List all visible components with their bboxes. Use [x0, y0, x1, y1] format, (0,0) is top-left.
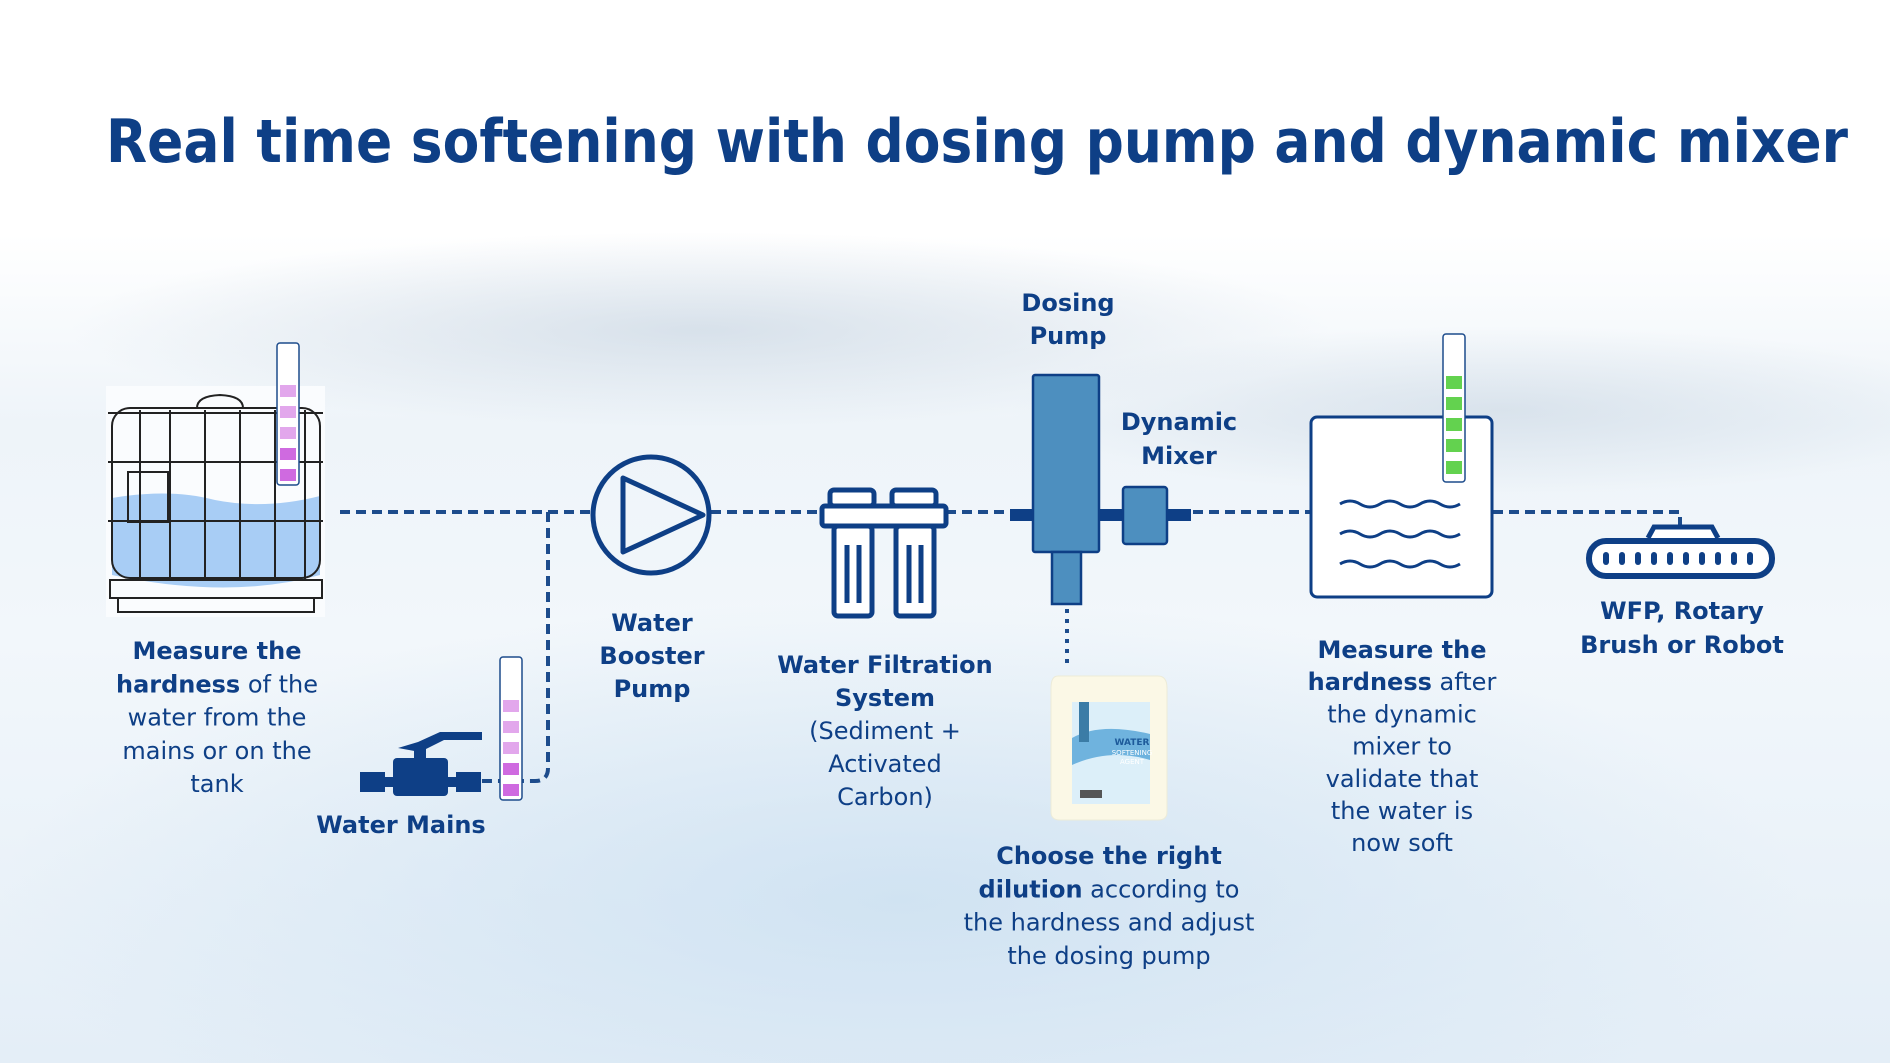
label-segment: the hardness and adjust	[964, 909, 1255, 937]
label-segment: tank	[190, 770, 243, 798]
page-title: Real time softening with dosing pump and…	[106, 107, 1848, 177]
label-segment: (Sediment +	[809, 717, 961, 745]
step-labels: Measure the hardness of the water from the…	[116, 289, 1784, 970]
label-line: Dynamic	[1121, 408, 1237, 436]
label-line: dilution according to	[979, 875, 1240, 903]
label-segment: System	[835, 684, 935, 712]
bottle-label-line3: AGENT	[1120, 758, 1145, 766]
label-tank: Measure the hardness of the water from the…	[116, 637, 318, 798]
label-segment: hardness	[1308, 668, 1432, 696]
label-line: Carbon)	[837, 783, 933, 811]
label-line: the hardness and adjust	[964, 909, 1255, 937]
label-segment: Pump	[1030, 322, 1107, 350]
label-line: mixer to	[1352, 733, 1452, 761]
label-line: Pump	[614, 675, 691, 703]
test-strip-green	[1442, 333, 1466, 483]
label-segment: Mixer	[1141, 442, 1217, 470]
label-line: System	[835, 684, 935, 712]
label-line: now soft	[1351, 829, 1453, 857]
bottle-label-line1: WATER	[1114, 738, 1149, 748]
label-line: Brush or Robot	[1580, 631, 1784, 659]
label-line: Water Mains	[316, 811, 485, 839]
label-dilution: Choose the right dilution according to the…	[964, 842, 1255, 970]
label-line: Measure the	[132, 637, 301, 665]
label-segment: Water Mains	[316, 811, 485, 839]
label-segment: Carbon)	[837, 783, 933, 811]
water-mains-valve-icon	[360, 732, 482, 796]
pipe-mains	[468, 512, 550, 783]
label-line: WFP, Rotary	[1600, 597, 1764, 625]
label-line: the dosing pump	[1007, 942, 1210, 970]
pipe-tank-to-wfp	[1493, 510, 1682, 527]
filtration-system-icon	[819, 487, 949, 619]
label-line: Booster	[599, 642, 704, 670]
label-segment: Brush or Robot	[1580, 631, 1784, 659]
label-line: hardness of the	[116, 670, 318, 698]
label-segment: of the	[240, 670, 318, 698]
label-segment: according to	[1083, 875, 1240, 903]
label-segment: after	[1432, 668, 1497, 696]
label-segment: mixer to	[1352, 733, 1452, 761]
label-segment: the dosing pump	[1007, 942, 1210, 970]
label-segment: Booster	[599, 642, 704, 670]
test-strip-purple-tank	[276, 342, 300, 486]
label-segment: dilution	[979, 875, 1083, 903]
label-line: mains or on the	[122, 737, 311, 765]
label-line: Dosing	[1021, 289, 1114, 317]
label-line: water from the	[128, 704, 307, 732]
label-segment: Dosing	[1021, 289, 1114, 317]
label-mains: Water Mains	[316, 811, 485, 839]
label-line: Activated	[828, 750, 942, 778]
label-line: Pump	[1030, 322, 1107, 350]
pipe-lines	[340, 510, 1682, 783]
label-segment: Water Filtration	[777, 651, 992, 679]
label-segment: the water is	[1331, 797, 1473, 825]
label-line: validate that	[1326, 765, 1479, 793]
label-line: Mixer	[1141, 442, 1217, 470]
label-line: the dynamic	[1327, 700, 1477, 728]
label-line: Choose the right	[996, 842, 1222, 870]
wfp-brush-icon	[1586, 524, 1775, 579]
label-line: hardness after	[1308, 668, 1497, 696]
label-segment: Choose the right	[996, 842, 1222, 870]
dosing-pump-icon	[1010, 373, 1123, 606]
label-segment: Measure the	[1317, 636, 1486, 664]
label-segment: the dynamic	[1327, 700, 1477, 728]
label-segment: water from the	[128, 704, 307, 732]
bottle-label-line2: SOFTENING	[1112, 749, 1153, 757]
label-segment: Activated	[828, 750, 942, 778]
label-line: tank	[190, 770, 243, 798]
label-segment: Measure the	[132, 637, 301, 665]
softening-agent-bottle-icon: WATER SOFTENING AGENT	[1050, 675, 1168, 821]
ibc-tank-icon	[106, 386, 325, 617]
label-line: (Sediment +	[809, 717, 961, 745]
label-segment: hardness	[116, 670, 240, 698]
label-line: Water Filtration	[777, 651, 992, 679]
label-line: the water is	[1331, 797, 1473, 825]
label-segment: Dynamic	[1121, 408, 1237, 436]
label-segment: Water	[611, 609, 693, 637]
label-segment: validate that	[1326, 765, 1479, 793]
label-line: Measure the	[1317, 636, 1486, 664]
label-segment: WFP, Rotary	[1600, 597, 1764, 625]
label-segment: now soft	[1351, 829, 1453, 857]
label-segment: mains or on the	[122, 737, 311, 765]
label-line: Water	[611, 609, 693, 637]
booster-pump-icon	[590, 454, 712, 576]
label-segment: Pump	[614, 675, 691, 703]
label-after: Measure the hardness after the dynamic mixe…	[1308, 636, 1497, 857]
dynamic-mixer-icon	[1121, 485, 1191, 546]
test-strip-purple-mains	[499, 656, 523, 801]
